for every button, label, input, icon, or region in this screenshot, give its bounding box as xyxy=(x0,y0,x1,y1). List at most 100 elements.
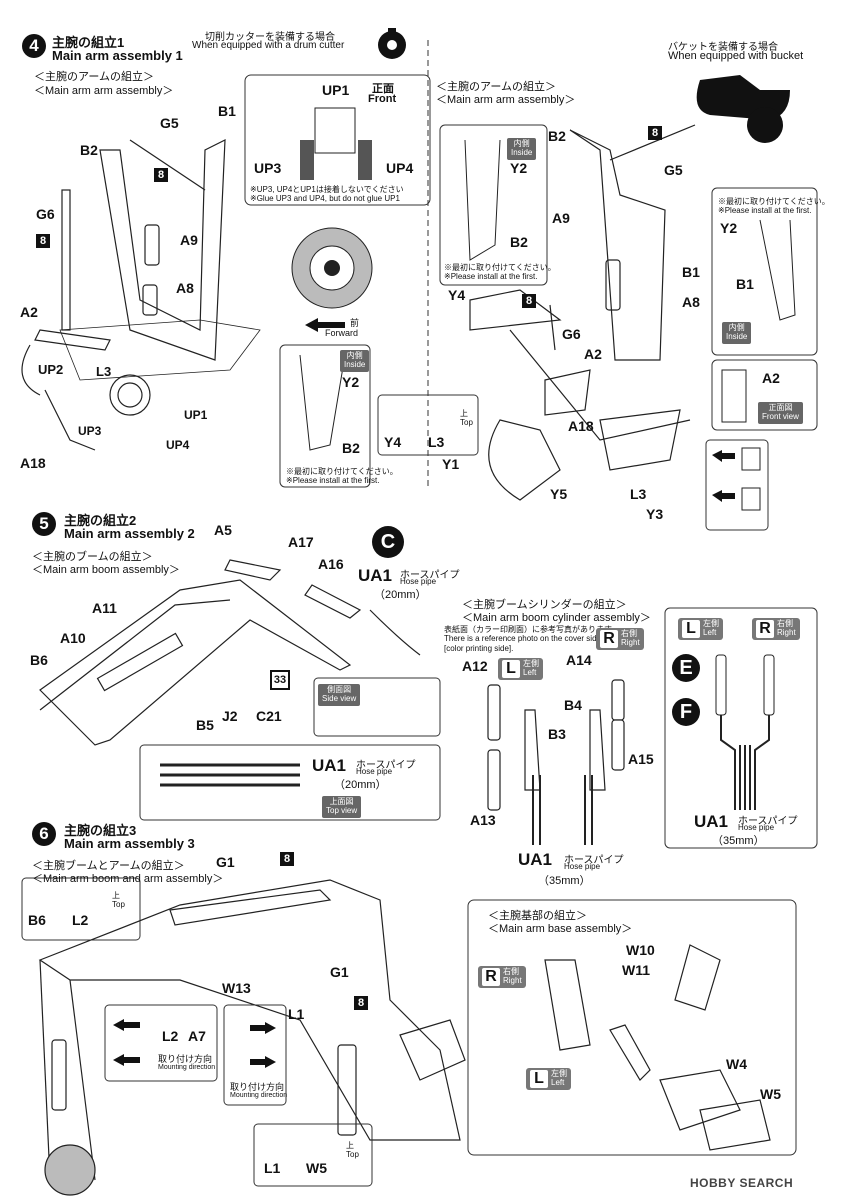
length-label: （35mm） xyxy=(712,835,765,847)
step-title-jp: 主腕の組立3 xyxy=(64,823,137,838)
part-count-badge: 8 xyxy=(522,294,536,308)
part-label: Y2 xyxy=(510,160,528,176)
subsection-title-en: ＜Main arm arm assembly＞ xyxy=(436,94,576,106)
part-label: A17 xyxy=(288,534,314,550)
part-label: W10 xyxy=(626,942,655,958)
hose-label-en: Hose pipe xyxy=(400,577,437,586)
part-label: C21 xyxy=(256,708,282,724)
part-label: B3 xyxy=(548,726,566,742)
mount-direction-jp: 取り付け方向 xyxy=(158,1054,213,1064)
first-note-jp: ※最初に取り付けてください。 xyxy=(286,467,398,476)
part-label: A2 xyxy=(584,346,602,362)
part-label: L3 xyxy=(428,434,445,450)
part-label: L3 xyxy=(96,364,112,379)
part-label: G1 xyxy=(330,964,349,980)
forward-label-en: Forward xyxy=(325,328,359,338)
part-label: Y4 xyxy=(384,434,402,450)
step-number: 4 xyxy=(22,34,46,58)
part-label: UP3 xyxy=(78,424,102,438)
reference-note-en: [color printing side]. xyxy=(444,644,514,653)
subsection-title-jp: ＜主腕基部の組立＞ xyxy=(488,910,587,922)
step-title-jp: 主腕の組立1 xyxy=(52,35,125,50)
first-note-jp: ※最初に取り付けてください。 xyxy=(718,197,830,206)
subsection-title-en: ＜Main arm boom and arm assembly＞ xyxy=(32,873,224,885)
part-label: B1 xyxy=(218,103,236,119)
part-label: J2 xyxy=(222,708,238,724)
part-label: W5 xyxy=(760,1086,781,1102)
reference-note-en: There is a reference photo on the cover … xyxy=(444,634,601,643)
part-label: B1 xyxy=(682,264,700,280)
subsection-title-en: ＜Main arm boom assembly＞ xyxy=(32,564,180,576)
part-label: G5 xyxy=(160,115,179,131)
part-label: A9 xyxy=(552,210,570,226)
part-label: B6 xyxy=(28,912,46,928)
part-label: Y5 xyxy=(550,486,568,502)
part-label: UA1 xyxy=(518,850,553,869)
part-label: UP1 xyxy=(184,408,208,422)
part-label: W13 xyxy=(222,980,251,996)
part-count-badge: 8 xyxy=(154,168,168,182)
part-label: A7 xyxy=(188,1028,206,1044)
mount-direction-en: Mounting direction xyxy=(158,1064,216,1071)
part-label: Y3 xyxy=(646,506,664,522)
part-label: L2 xyxy=(72,912,89,928)
hose-label-en: Hose pipe xyxy=(564,862,601,871)
part-label: L1 xyxy=(288,1006,305,1022)
part-label: Y1 xyxy=(442,456,460,472)
part-label: G6 xyxy=(562,326,581,342)
front-label-jp: 正面 xyxy=(372,83,394,95)
step-title-en: Main arm assembly 3 xyxy=(64,836,195,851)
part-label: UA1 xyxy=(694,812,729,831)
part-label: B2 xyxy=(548,128,566,144)
part-label: A15 xyxy=(628,751,654,767)
reference-note-jp: 表紙面（カラー印刷面）に参考写真があります。 xyxy=(444,625,620,634)
part-label: A13 xyxy=(470,812,496,828)
front-label-en: Front xyxy=(368,93,397,105)
length-label: （20mm） xyxy=(374,589,427,601)
part-label: UP1 xyxy=(322,82,350,98)
length-label: （35mm） xyxy=(538,875,591,887)
part-label: A8 xyxy=(176,280,194,296)
forward-label-jp: 前 xyxy=(350,318,360,328)
part-label: A2 xyxy=(20,304,38,320)
part-label: A2 xyxy=(762,370,780,386)
part-label: A18 xyxy=(568,418,594,434)
length-label: （20mm） xyxy=(334,779,387,791)
part-label: G1 xyxy=(216,854,235,870)
part-label: A8 xyxy=(682,294,700,310)
hose-label-en: Hose pipe xyxy=(738,823,775,832)
hose-label-jp: ホースパイプ xyxy=(564,855,624,866)
part-label: A14 xyxy=(566,652,592,668)
hose-label-jp: ホースパイプ xyxy=(738,816,798,827)
mount-direction-jp: 取り付け方向 xyxy=(230,1082,285,1092)
part-label: W4 xyxy=(726,1056,747,1072)
part-label: Y4 xyxy=(448,287,466,303)
part-count-badge: 8 xyxy=(36,234,50,248)
drum-heading-en: When equipped with a drum cutter xyxy=(192,40,345,51)
glue-note-en: ※Glue UP3 and UP4, but do not glue UP1 xyxy=(250,194,400,203)
part-label: L1 xyxy=(264,1160,281,1176)
hose-label-en: Hose pipe xyxy=(356,767,393,776)
bucket-heading-jp: バケットを装備する場合 xyxy=(668,42,778,53)
subsection-title-en: ＜Main arm base assembly＞ xyxy=(488,923,633,935)
first-note-en: ※Please install at the first. xyxy=(286,476,380,485)
part-label: B2 xyxy=(510,234,528,250)
part-label: B4 xyxy=(564,697,582,713)
bucket-heading-en: When equipped with bucket xyxy=(668,50,804,62)
part-label: UA1 xyxy=(358,566,393,585)
step-title-jp: 主腕の組立2 xyxy=(64,513,137,528)
part-label: B6 xyxy=(30,652,48,668)
subsection-title-en: ＜Main arm arm assembly＞ xyxy=(34,85,174,97)
part-label: UP2 xyxy=(38,362,64,377)
subsection-title-jp: ＜主腕ブームとアームの組立＞ xyxy=(32,860,185,872)
